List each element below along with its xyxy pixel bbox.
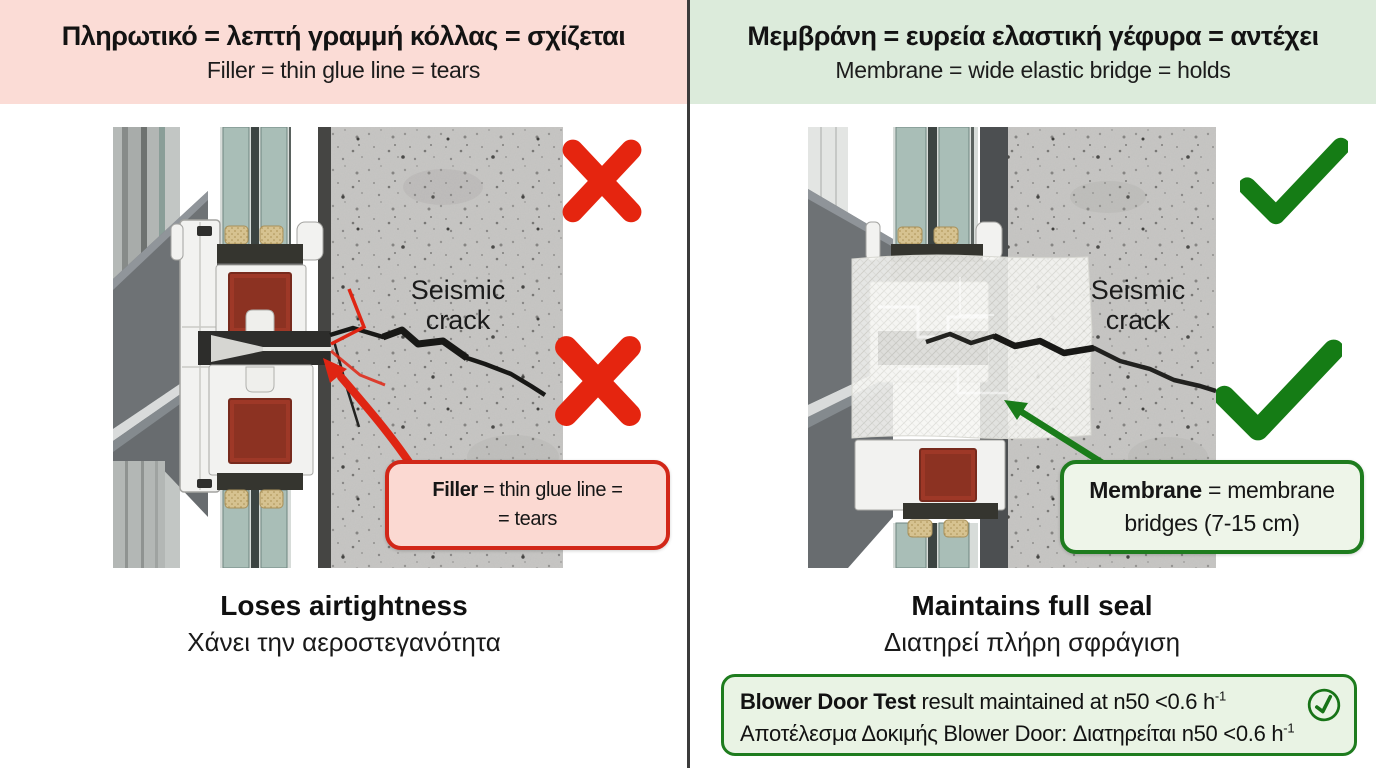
left-header-english: Filler = thin glue line = tears [206, 56, 481, 83]
right-header-banner: Μεμβράνη = ευρεία ελαστική γέφυρα = αντέ… [690, 0, 1376, 104]
membrane-callout-line1: Membrane = membrane [1089, 476, 1335, 503]
right-header-english: Membrane = wide elastic bridge = holds [835, 56, 1231, 83]
elastic-membrane [851, 254, 1093, 440]
seismic-crack-label: Seismic crack [1091, 275, 1186, 335]
seismic-crack-label: Seismic crack [411, 275, 506, 335]
blower-door-test-box: Blower Door Test result maintained at n5… [721, 674, 1357, 756]
blower-test-result-english: Blower Door Test result maintained at n5… [740, 688, 1226, 714]
left-result-greek: Χάνει την αεροστεγανότητα [187, 627, 501, 657]
circled-check-icon [1307, 688, 1341, 722]
check-mark-icon [1240, 137, 1348, 225]
membrane-callout: Membrane = membrane bridges (7-15 cm) [1060, 460, 1364, 554]
filler-callout-line2: = tears [498, 508, 557, 530]
panel-divider [687, 0, 690, 768]
seismic-crack [925, 331, 1216, 394]
window-profile [170, 219, 331, 493]
x-mark-icon [562, 139, 642, 223]
svg-text:Seismic: Seismic [1091, 275, 1186, 305]
blower-test-result-greek: Αποτέλεσμα Δοκιμής Blower Door: Διατηρεί… [740, 720, 1295, 746]
left-header-greek: Πληρωτικό = λεπτή γραμμή κόλλας = σχίζετ… [61, 20, 626, 51]
filler-callout-line1: Filler = thin glue line = [432, 479, 623, 501]
filler-callout: Filler = thin glue line = = tears [385, 460, 670, 550]
svg-text:Seismic: Seismic [411, 275, 506, 305]
filler-pointer-arrow [323, 358, 415, 469]
svg-text:crack: crack [426, 305, 491, 335]
right-result-greek: Διατηρεί πλήρη σφράγιση [883, 627, 1181, 657]
check-mark-icon [1216, 339, 1342, 441]
glazing-bottom [217, 473, 303, 568]
left-header-banner: Πληρωτικό = λεπτή γραμμή κόλλας = σχίζετ… [0, 0, 687, 104]
right-result: Maintains full seal Διατηρεί πλήρη σφράγ… [782, 590, 1282, 658]
x-mark-icon [555, 336, 641, 426]
membrane-callout-line2: bridges (7-15 cm) [1124, 510, 1300, 536]
right-result-english: Maintains full seal [911, 590, 1153, 621]
svg-text:crack: crack [1106, 305, 1171, 335]
left-result: Loses airtightness Χάνει την αεροστεγανό… [94, 590, 594, 658]
right-header-greek: Μεμβράνη = ευρεία ελαστική γέφυρα = αντέ… [747, 20, 1319, 51]
red-tear-lines [330, 288, 386, 387]
glazing-top [893, 127, 978, 247]
left-result-english: Loses airtightness [220, 590, 468, 621]
glazing-top [220, 127, 291, 247]
